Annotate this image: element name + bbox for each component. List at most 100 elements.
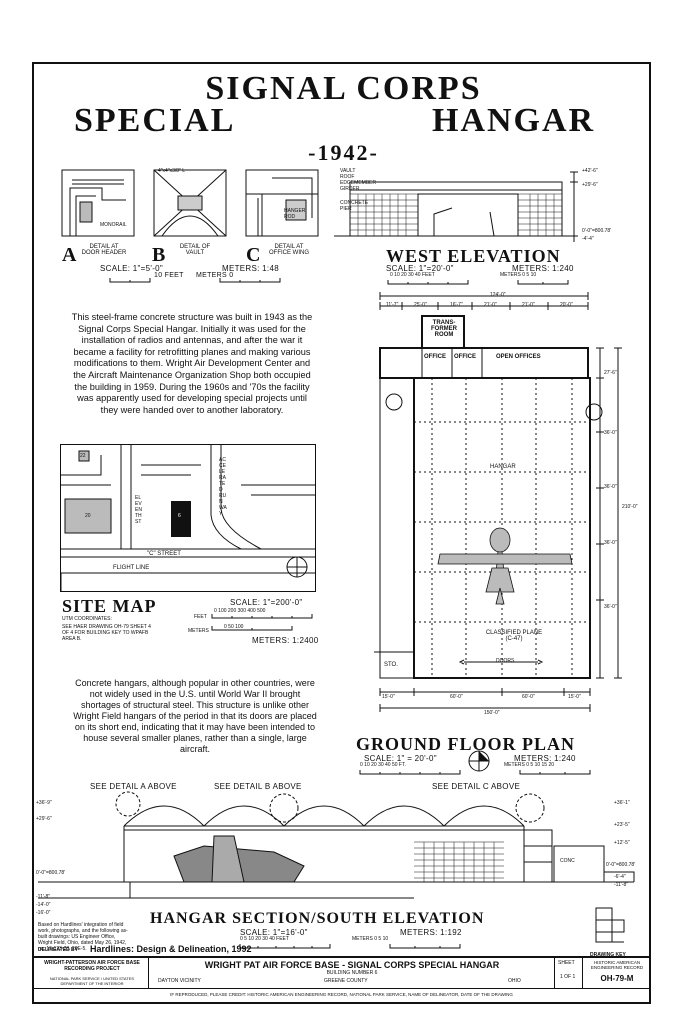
section-height-right-4: 0'-0"=800.78' xyxy=(606,862,636,868)
detail-a-letter: A xyxy=(62,244,78,266)
room-transformer: TRANS- FORMER ROOM xyxy=(431,320,457,338)
site-note: SEE HAER DRAWING OH-79 SHEET 4 OF 4 FOR … xyxy=(62,624,151,642)
west-label-roof: ROOF xyxy=(340,174,355,180)
title-block-left: WRIGHT-PATTERSON AIR FORCE BASE RECORDIN… xyxy=(44,960,140,972)
divider xyxy=(554,958,555,988)
plan-scale-ticks: 0 10 20 30 40 50 FT. xyxy=(360,762,406,768)
detail-scale-bars xyxy=(109,278,281,283)
detail-c-note: HANGER ROD xyxy=(284,208,306,220)
detail-meters-label: METERS 0 xyxy=(196,272,234,279)
drawing-sheet: SIGNAL CORPS SPECIAL HANGAR -1942- MONOR… xyxy=(32,62,651,1004)
site-building-20: 20 xyxy=(85,513,91,519)
west-label-girder: GIRDER xyxy=(340,186,360,192)
detail-drawings xyxy=(61,169,319,237)
west-height-4: -4'-4" xyxy=(582,236,594,242)
plan-dim-top-5: 21'-0" xyxy=(522,302,535,308)
west-height-3: 0'-0"=800.78' xyxy=(582,228,612,234)
title-year: -1942- xyxy=(308,140,379,165)
ground-floor-plan-drawing xyxy=(374,292,622,712)
plan-dim-side-3: 36'-0" xyxy=(604,484,617,490)
plan-dim-top-total: 124'-0" xyxy=(490,292,506,298)
detail-c-caption: DETAIL AT OFFICE WING xyxy=(269,244,309,256)
detail-b-letter: B xyxy=(152,244,167,266)
site-feet-label: FEET xyxy=(194,614,207,620)
section-height-right-3: +12'-5" xyxy=(614,840,630,846)
west-scale-bars xyxy=(387,280,569,285)
street-eleventh: ELEVENTH ST xyxy=(135,495,142,525)
floor-plan-title: GROUND FLOOR PLAN xyxy=(356,734,575,754)
section-conc-label: CONC xyxy=(560,858,575,864)
detail-scale: SCALE: 1"=5'-0" xyxy=(100,264,164,273)
source-note: Based on Hardlines' integration of field… xyxy=(38,922,128,952)
west-elevation-title: WEST ELEVATION xyxy=(386,246,561,266)
title-block-record: HISTORIC AMERICAN ENGINEERING RECORD xyxy=(590,960,644,970)
plan-dim-bottom-2: 60'-0" xyxy=(450,694,463,700)
section-height-right-2: +23'-5" xyxy=(614,822,630,828)
plan-dim-top-2: 25'-0" xyxy=(414,302,427,308)
hangar-section-drawing xyxy=(38,791,635,899)
site-map-frame: ACCELERATED RUNWAY ELEVENTH ST "C" STREE… xyxy=(60,444,316,592)
room-office-1: OFFICE xyxy=(424,354,446,360)
section-height-left-3: 0'-0"=800.78' xyxy=(36,870,66,876)
west-meters: METERS: 1:240 xyxy=(512,264,574,273)
section-height-left-2: +29'-6" xyxy=(36,816,52,822)
delineated-label: DELINEATED BY xyxy=(38,947,78,953)
section-scale: SCALE: 1"=16'-0" xyxy=(240,928,308,937)
delineated-by: Hardlines: Design & Delineation, 1992 xyxy=(90,944,252,954)
site-building-22: 22 xyxy=(80,453,86,459)
section-scale-ticks: 0 5 10 20 30 40 FEET xyxy=(240,936,289,942)
west-scale: SCALE: 1"=20'-0" xyxy=(386,264,454,273)
title-special: SPECIAL xyxy=(74,102,236,139)
section-height-left-6: -16'-0" xyxy=(36,910,51,916)
plan-dim-side-2: 36'-0" xyxy=(604,430,617,436)
callout-detail-b: SEE DETAIL B ABOVE xyxy=(214,782,302,791)
title-line1: SIGNAL CORPS xyxy=(205,70,482,107)
site-scale-bars xyxy=(211,614,313,631)
detail-a-caption: DETAIL AT DOOR HEADER xyxy=(81,244,127,256)
plan-meters: METERS: 1:240 xyxy=(514,754,576,763)
title-block-sub: BUILDING NUMBER 6 xyxy=(326,970,378,976)
site-building-6: 6 xyxy=(178,513,181,519)
section-height-right-1: +36'-1" xyxy=(614,800,630,806)
site-meters-ticks: 0 50 100 xyxy=(224,624,244,630)
detail-a-note: MONORAIL xyxy=(100,222,127,228)
west-label-vault: VAULT xyxy=(340,168,356,174)
title-block-main: WRIGHT PAT AIR FORCE BASE - SIGNAL CORPS… xyxy=(204,960,500,970)
site-map-title: SITE MAP xyxy=(62,596,157,616)
street-c: "C" STREET xyxy=(147,551,181,557)
plan-dim-top-4: 21'-0" xyxy=(484,302,497,308)
plan-meters-ticks: METERS 0 5 10 15 20 xyxy=(504,762,555,768)
street-flight-line: FLIGHT LINE xyxy=(113,565,150,571)
west-label-pier: CONCRETE PIER xyxy=(340,200,369,212)
title-block-footer: IF REPRODUCED, PLEASE CREDIT: HISTORIC A… xyxy=(170,992,513,997)
callout-detail-a: SEE DETAIL A ABOVE xyxy=(90,782,177,791)
detail-b-note: 4"x4"x3/8" L xyxy=(158,168,186,174)
concrete-hangars-note: Concrete hangars, although popular in ot… xyxy=(73,678,317,754)
west-scale-ticks: 0 10 20 30 40 FEET xyxy=(390,272,435,278)
detail-c-letter: C xyxy=(246,244,262,266)
site-map-drawing xyxy=(60,445,315,591)
title-block-rule xyxy=(34,956,649,958)
room-classified-plane: CLASSIFIED PLANE (C-47) xyxy=(485,630,543,642)
room-doors: DOORS xyxy=(496,658,515,664)
plan-dim-side-total: 210'-0" xyxy=(622,504,638,510)
west-meters-ticks: METERS 0 5 10 xyxy=(500,272,537,278)
section-scale-bars xyxy=(239,944,461,949)
title-block-state: OHIO xyxy=(508,978,521,984)
site-scale: SCALE: 1"=200'-0" xyxy=(230,598,303,607)
section-meters: METERS: 1:192 xyxy=(400,928,462,937)
section-height-left-1: +36'-9" xyxy=(36,800,52,806)
plan-north-arrow-icon xyxy=(468,750,490,772)
west-height-2: +29'-6" xyxy=(582,182,598,188)
west-label-edgemember: EDGEMEMBER xyxy=(340,180,377,186)
section-height-right-5: -6'-4" xyxy=(614,874,626,880)
plan-dim-bottom-1: 15'-0" xyxy=(382,694,395,700)
plan-scale: SCALE: 1" = 20'-0" xyxy=(364,754,437,763)
site-meters: METERS: 1:2400 xyxy=(252,636,319,645)
room-office-2: OFFICE xyxy=(454,354,476,360)
title-hangar: HANGAR xyxy=(432,102,596,139)
plan-scale-bars xyxy=(359,770,591,775)
drawing-key-label: DRAWING KEY xyxy=(590,952,626,958)
section-meters-ticks: METERS 0 5 10 xyxy=(352,936,389,942)
drawing-key-icon xyxy=(595,907,625,943)
